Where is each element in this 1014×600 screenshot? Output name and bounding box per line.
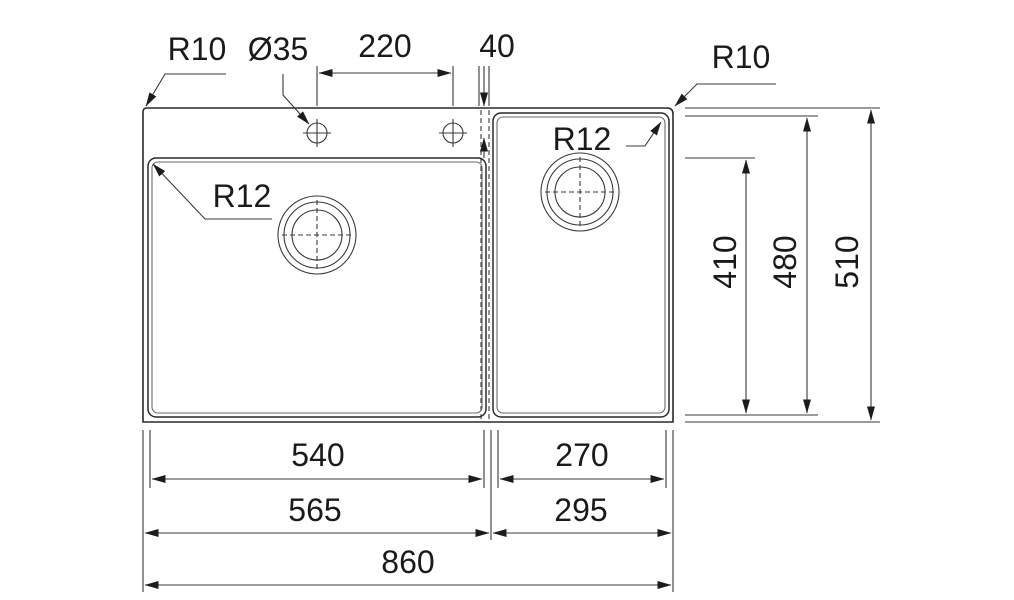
leader-hole-diameter: [282, 74, 310, 125]
label-width-860: 860: [381, 544, 434, 580]
sink-outer-edge: [142, 107, 674, 423]
leader-r12-large: [152, 163, 272, 220]
small-drain-outer-ring: [540, 152, 620, 232]
leader-r12-small: [626, 121, 662, 147]
label-r12-large: R12: [213, 178, 272, 214]
vertical-dimensions: 410 480 510: [685, 107, 880, 423]
leader-r10-right: [674, 83, 776, 107]
label-width-295: 295: [554, 492, 607, 528]
horizontal-dimensions: 540 270 565 295 860: [142, 430, 674, 592]
large-bowl-drain: [277, 195, 357, 275]
large-bowl-outer: [147, 157, 487, 418]
label-hole-diameter: Ø35: [248, 31, 308, 67]
small-bowl: [492, 112, 670, 418]
label-width-565: 565: [288, 492, 341, 528]
tap-hole-left: [303, 119, 331, 147]
label-height-410: 410: [707, 235, 743, 288]
small-bowl-drain: [540, 152, 620, 232]
label-hole-spacing: 220: [358, 28, 411, 64]
label-hole-offset: 40: [479, 28, 515, 64]
large-drain-outer-ring: [277, 195, 357, 275]
tap-hole-right: [439, 119, 467, 147]
label-r12-small: R12: [553, 121, 612, 157]
small-bowl-outer: [492, 112, 670, 418]
label-height-480: 480: [767, 235, 803, 288]
leader-r10-left: [145, 73, 226, 107]
small-bowl-inner: [496, 116, 666, 414]
label-height-510: 510: [829, 235, 865, 288]
top-dimensions: 220 40 R10 Ø35 R10: [145, 28, 776, 158]
label-r10-left: R10: [168, 31, 227, 67]
label-r10-right: R10: [712, 39, 771, 75]
sink-outline: [142, 107, 674, 423]
radius-labels: R12 R12: [152, 121, 662, 220]
large-bowl: [147, 157, 487, 418]
label-width-540: 540: [291, 437, 344, 473]
label-width-270: 270: [555, 437, 608, 473]
large-bowl-inner: [151, 161, 483, 414]
